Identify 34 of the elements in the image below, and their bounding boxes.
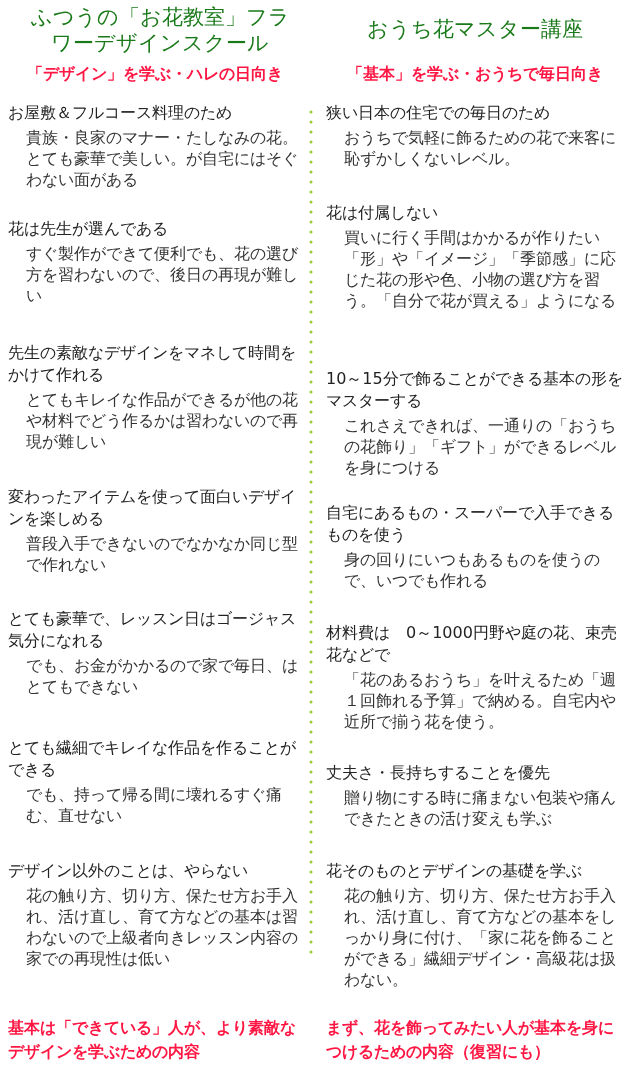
- point-heading: 変わったアイテムを使って面白いデザインを楽しめる: [8, 486, 297, 530]
- point-description: すぐ製作ができて便利でも、花の選び方を習わないので、後日の再現が難しい: [25, 244, 299, 307]
- point-description: でも、お金がかかるので家で毎日、はとてもできない: [25, 656, 299, 698]
- point-description: おうちで気軽に飾るための花で来客に恥ずかしくないレベル。: [343, 128, 617, 170]
- point-description: 買いに行く手間はかかるが作りたい「形」や「イメージ」「季節感」に応じた花の形や色、小物の選び方を習う。「自分で花が買える」ようになる: [343, 228, 617, 312]
- point-heading: 花そのものとデザインの基礎を学ぶ: [326, 860, 583, 882]
- point-heading: 自宅にあるもの・スーパーで入手できるものを使う: [326, 502, 615, 546]
- point-description: これさえできれば、一通りの「おうちの花飾り」「ギフト」ができるレベルを身につける: [343, 416, 617, 479]
- point-description: でも、持って帰る間に壊れるすぐ痛む、直せない: [25, 785, 283, 827]
- point-heading: 先生の素敵なデザインをマネして時間をかけて作れる: [8, 342, 297, 386]
- column-subtitle: 「デザイン」を学ぶ・ハレの日向き: [26, 63, 284, 85]
- point-description: 贈り物にする時に痛まない包装や痛んできたときの活け変えも学ぶ: [343, 788, 617, 830]
- point-description: 普段入手できないのでなかなか同じ型で作れない: [25, 534, 299, 576]
- point-description: 「花のあるおうち」を叶えるため「週１回飾れる予算」で納める。自宅内や近所で揃う花を使う。: [343, 670, 617, 733]
- point-heading: 花は付属しない: [326, 202, 439, 224]
- point-description: 花の触り方、切り方、保たせ方お手入れ、活け直し、育て方などの基本をしっかり身に付け、「家に花を飾ることができる」繊細デザイン・高級花は扱わない。: [343, 886, 617, 991]
- point-heading: お屋敷＆フルコース料理のため: [8, 102, 233, 124]
- point-heading: 花は先生が選んである: [8, 218, 169, 240]
- point-heading: 丈夫さ・長持ちすることを優先: [326, 762, 551, 784]
- column-title: ふつうの「お花教室」フラワーデザインスクール: [29, 4, 291, 56]
- point-heading: 材料費は 0～1000円野や庭の花、束売花などで: [326, 622, 618, 666]
- column-subtitle: 「基本」を学ぶ・おうちで毎日向き: [346, 63, 604, 85]
- point-description: 貴族・良家のマナー・たしなみの花。とても豪華で美しい。が自宅にはそぐわない面がある: [25, 128, 299, 191]
- summary-note: まず、花を飾ってみたい人が基本を身につけるための内容（復習にも）: [326, 1017, 615, 1063]
- column-title: おうち花マスター講座: [366, 16, 584, 42]
- point-heading: 10～15分で飾ることができる基本の形をマスターする: [326, 368, 624, 412]
- point-description: 身の回りにいつもあるものを使うので、いつでも作れる: [343, 550, 601, 592]
- point-heading: 狭い日本の住宅での毎日のため: [326, 102, 551, 124]
- summary-note: 基本は「できている」人が、より素敵なデザインを学ぶための内容: [8, 1017, 297, 1063]
- point-heading: とても豪華で、レッスン日はゴージャス気分になれる: [8, 608, 297, 652]
- point-heading: デザイン以外のことは、やらない: [8, 860, 249, 882]
- point-description: 花の触り方、切り方、保たせ方お手入れ、活け直し、育て方などの基本は習わないので上級者向きレッスン内容の家での再現性は低い: [25, 886, 299, 970]
- point-description: とてもキレイな作品ができるが他の花や材料でどう作るかは習わないので再現が難しい: [25, 390, 299, 453]
- point-heading: とても繊細でキレイな作品を作ることができる: [8, 737, 297, 781]
